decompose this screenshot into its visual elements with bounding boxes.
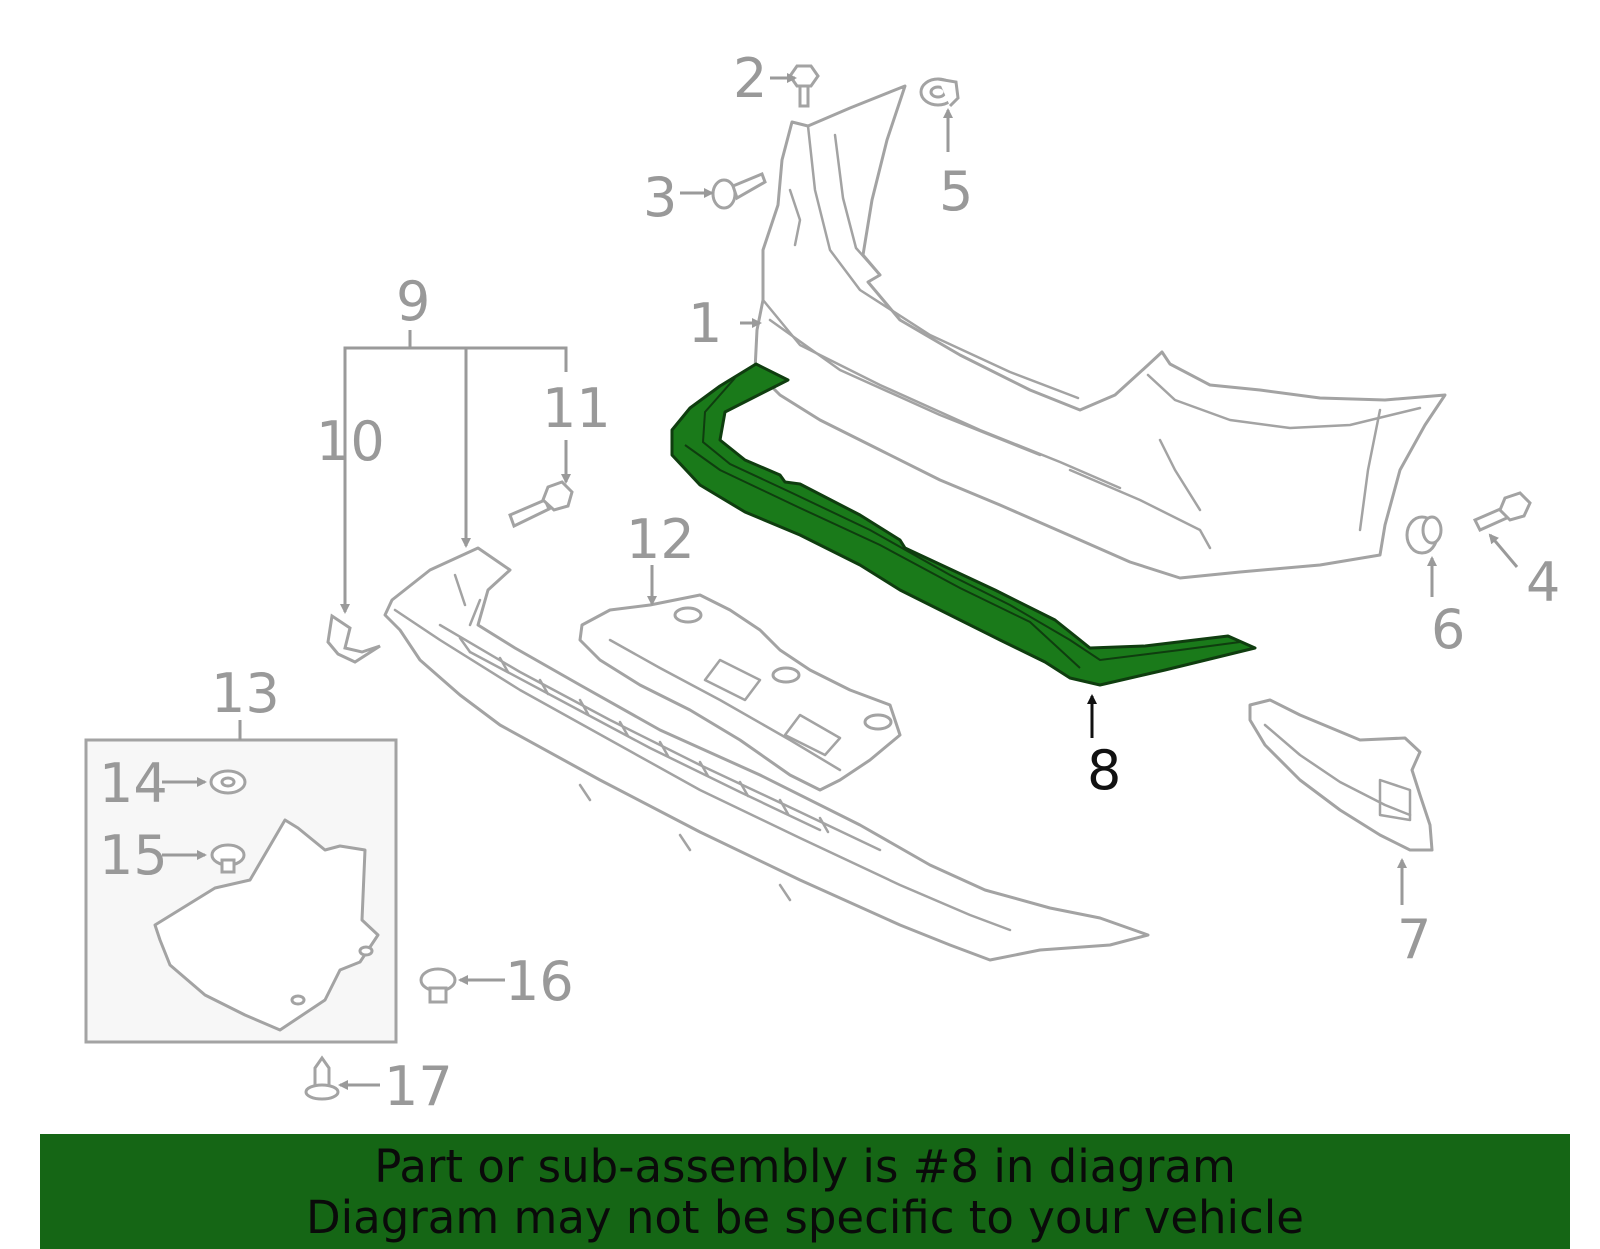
bolt-part-4: [1472, 491, 1532, 532]
bumper-cover-part-1: [753, 84, 1447, 580]
callout-3: 3: [643, 166, 677, 229]
bolt-part-2: [788, 64, 820, 108]
callout-2: 2: [733, 47, 767, 110]
banner-line-1: Part or sub-assembly is #8 in diagram: [374, 1139, 1236, 1193]
bolt-part-11: [508, 480, 574, 529]
reinforcement-part-8-highlighted: [670, 362, 1257, 687]
callout-17: 17: [384, 1055, 453, 1118]
callout-14: 14: [99, 752, 168, 815]
leader-lines: [162, 73, 1519, 1090]
pushpin-part-17: [304, 1055, 340, 1101]
callout-7: 7: [1397, 908, 1431, 971]
callout-11: 11: [542, 377, 611, 440]
callout-4: 4: [1526, 551, 1560, 614]
info-banner: Part or sub-assembly is #8 in diagram Di…: [40, 1134, 1570, 1249]
callout-1: 1: [688, 292, 722, 355]
bracket-part-10: [326, 613, 381, 664]
callout-10: 10: [316, 410, 385, 473]
callout-13: 13: [211, 662, 280, 725]
valance-part-9: [383, 546, 1150, 962]
callout-8: 8: [1087, 739, 1121, 802]
clip-part-5: [919, 77, 960, 108]
callout-12: 12: [626, 508, 695, 571]
callout-5: 5: [939, 160, 973, 223]
callout-15: 15: [99, 824, 168, 887]
callout-16: 16: [505, 950, 574, 1013]
nut-part-16: [419, 967, 457, 1004]
banner-line-2: Diagram may not be specific to your vehi…: [306, 1190, 1304, 1244]
screw-part-3: [711, 172, 767, 210]
shield-part-12: [578, 593, 902, 792]
callout-9: 9: [396, 270, 430, 333]
callout-labels: 1 2 3 4 5 6 7 8 9 10 11 12 13 14 15 16 1…: [99, 47, 1560, 1118]
reflector-part-7: [1248, 698, 1434, 852]
kit-box-part-13: [84, 738, 398, 1044]
grommet-part-6: [1405, 515, 1443, 555]
callout-6: 6: [1431, 598, 1465, 661]
